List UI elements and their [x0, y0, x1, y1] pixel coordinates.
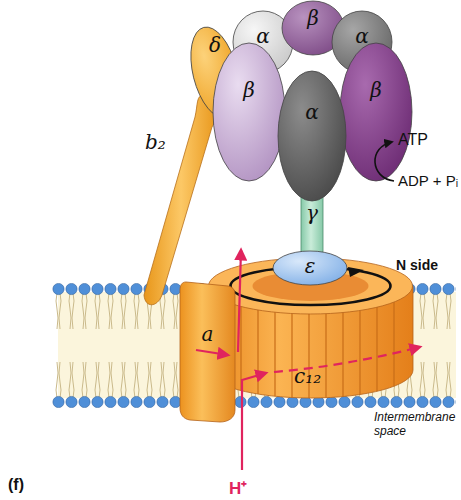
- subunit-label: β: [281, 6, 345, 30]
- drawing-part: [223, 301, 224, 385]
- drawing-part: [393, 302, 394, 386]
- product-label: ATP: [398, 131, 428, 149]
- subunit-label: β: [212, 78, 286, 102]
- drawing-part: [209, 258, 413, 314]
- drawing-part: [291, 314, 292, 398]
- drawing-part: [376, 307, 377, 391]
- drawing-part: [213, 43, 285, 181]
- drawing-part: [182, 22, 247, 123]
- side-label: Intermembrane space: [374, 410, 460, 438]
- substrate-label: ADP + Pᵢ: [398, 172, 458, 189]
- drawing-part: [144, 95, 218, 305]
- subunit-label: γ: [300, 201, 324, 225]
- beta-subunit: β: [212, 42, 286, 182]
- drawing-part: [340, 43, 412, 181]
- epsilon-subunit: ε: [272, 250, 348, 286]
- beta-subunit: β: [339, 42, 413, 182]
- drawing-part: [348, 267, 364, 277]
- subunit-label: b₂: [145, 130, 166, 154]
- subunit-label: β: [339, 78, 413, 102]
- drawing-part: [240, 307, 241, 391]
- drawing-part: [278, 71, 346, 201]
- alpha-subunit-shape: [277, 70, 347, 202]
- side-label: N side: [396, 257, 438, 273]
- alpha-subunit: α: [277, 70, 347, 202]
- drawing-part: [231, 267, 391, 305]
- drawing-part: [342, 313, 343, 397]
- panel-caption: (f): [8, 476, 24, 494]
- subunit-label: a: [180, 322, 235, 346]
- drawing-part: [273, 251, 347, 285]
- beta-subunit-shape: [212, 42, 286, 182]
- subunit-label: α: [277, 100, 347, 124]
- drawing-part: [301, 185, 323, 257]
- subunit-label: ε: [272, 254, 348, 278]
- drawing-part: [180, 282, 235, 422]
- drawing-part: [274, 312, 275, 396]
- drawing-part: [257, 310, 258, 394]
- proton-label: H⁺: [229, 476, 247, 499]
- drawing-part: [325, 314, 326, 398]
- drawing-part: [359, 311, 360, 395]
- beta-subunit-shape: [339, 42, 413, 182]
